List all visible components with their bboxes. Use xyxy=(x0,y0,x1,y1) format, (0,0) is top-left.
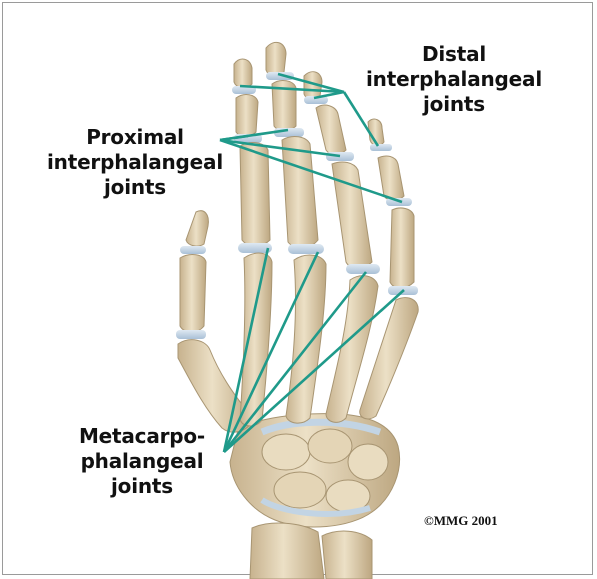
metacarpo-label-line-2: phalangeal xyxy=(50,449,234,474)
metacarpo-label-line-1: Metacarpo- xyxy=(50,424,234,449)
distal-label-line-3: joints xyxy=(344,92,564,117)
index-finger-bones xyxy=(232,59,272,426)
copyright-credit: ©MMG 2001 xyxy=(424,513,498,529)
distal-label-line-1: Distal xyxy=(344,42,564,67)
carpal-bones xyxy=(230,414,400,527)
proximal-label-line-3: joints xyxy=(40,175,230,200)
distal-interphalangeal-label: Distal interphalangeal joints xyxy=(344,42,564,117)
metacarpo-label-line-3: joints xyxy=(50,474,234,499)
proximal-label-line-1: Proximal xyxy=(40,125,230,150)
forearm-bones xyxy=(250,523,372,579)
proximal-interphalangeal-label: Proximal interphalangeal joints xyxy=(40,125,230,200)
proximal-label-line-2: interphalangeal xyxy=(40,150,230,175)
metacarpophalangeal-label: Metacarpo- phalangeal joints xyxy=(50,424,234,499)
distal-label-line-2: interphalangeal xyxy=(344,67,564,92)
